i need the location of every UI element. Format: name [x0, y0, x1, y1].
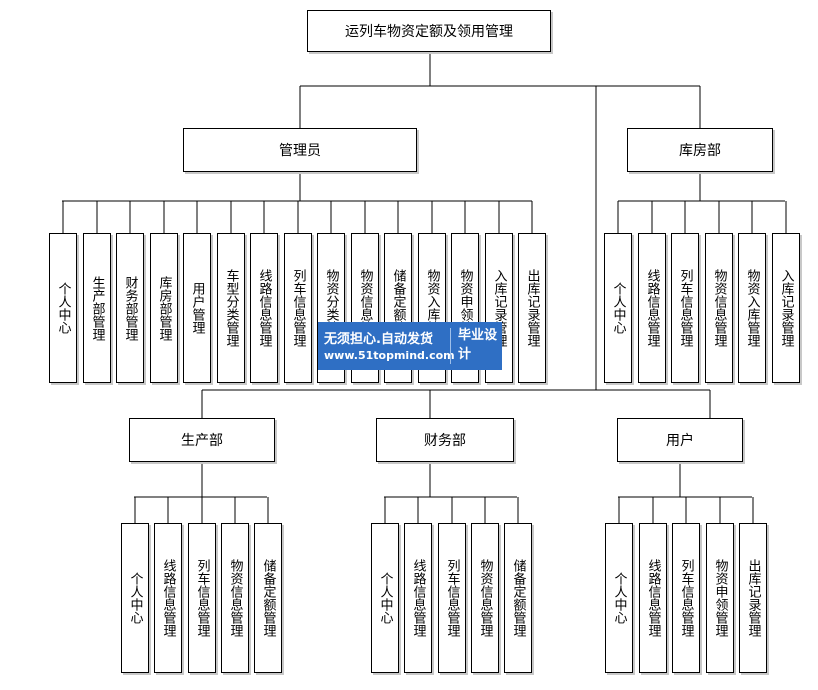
- admin-leaf: 库房部管理: [150, 233, 178, 383]
- warehouse-leaf: 入库记录管理: [772, 233, 800, 383]
- watermark-url: www.51topmind.com: [324, 349, 455, 362]
- production-leaf: 列车信息管理: [188, 523, 216, 673]
- admin-leaf: 个人中心: [49, 233, 77, 383]
- warehouse-node: 库房部: [627, 128, 773, 172]
- finance-leaf: 线路信息管理: [404, 523, 432, 673]
- admin-leaf: 财务部管理: [116, 233, 144, 383]
- admin-leaf: 生产部管理: [83, 233, 111, 383]
- admin-leaf: 出库记录管理: [518, 233, 546, 383]
- warehouse-leaf: 个人中心: [604, 233, 632, 383]
- production-leaf: 个人中心: [121, 523, 149, 673]
- warehouse-leaf: 线路信息管理: [638, 233, 666, 383]
- warehouse-leaf: 物资信息管理: [705, 233, 733, 383]
- admin-leaf: 用户管理: [183, 233, 211, 383]
- watermark-divider: [450, 328, 451, 364]
- admin-leaf: 线路信息管理: [250, 233, 278, 383]
- production-node: 生产部: [129, 418, 275, 462]
- production-leaf: 物资信息管理: [221, 523, 249, 673]
- warehouse-leaf: 列车信息管理: [671, 233, 699, 383]
- production-leaf: 储备定额管理: [254, 523, 282, 673]
- user-leaf: 列车信息管理: [672, 523, 700, 673]
- admin-leaf: 车型分类管理: [217, 233, 245, 383]
- user-leaf: 出库记录管理: [739, 523, 767, 673]
- watermark-line1: 无须担心.自动发货: [324, 332, 433, 347]
- finance-leaf: 储备定额管理: [504, 523, 532, 673]
- admin-node: 管理员: [183, 128, 417, 172]
- root-node: 运列车物资定额及领用管理: [307, 10, 551, 52]
- user-leaf: 物资申领管理: [706, 523, 734, 673]
- finance-leaf: 个人中心: [371, 523, 399, 673]
- user-leaf: 线路信息管理: [639, 523, 667, 673]
- finance-leaf: 列车信息管理: [438, 523, 466, 673]
- admin-leaf: 列车信息管理: [284, 233, 312, 383]
- user-node: 用户: [617, 418, 743, 462]
- finance-leaf: 物资信息管理: [471, 523, 499, 673]
- finance-node: 财务部: [376, 418, 514, 462]
- watermark-badge: 毕业设计: [458, 328, 498, 362]
- user-leaf: 个人中心: [605, 523, 633, 673]
- warehouse-leaf: 物资入库管理: [738, 233, 766, 383]
- production-leaf: 线路信息管理: [154, 523, 182, 673]
- watermark: 无须担心.自动发货 www.51topmind.com 毕业设计: [318, 322, 502, 370]
